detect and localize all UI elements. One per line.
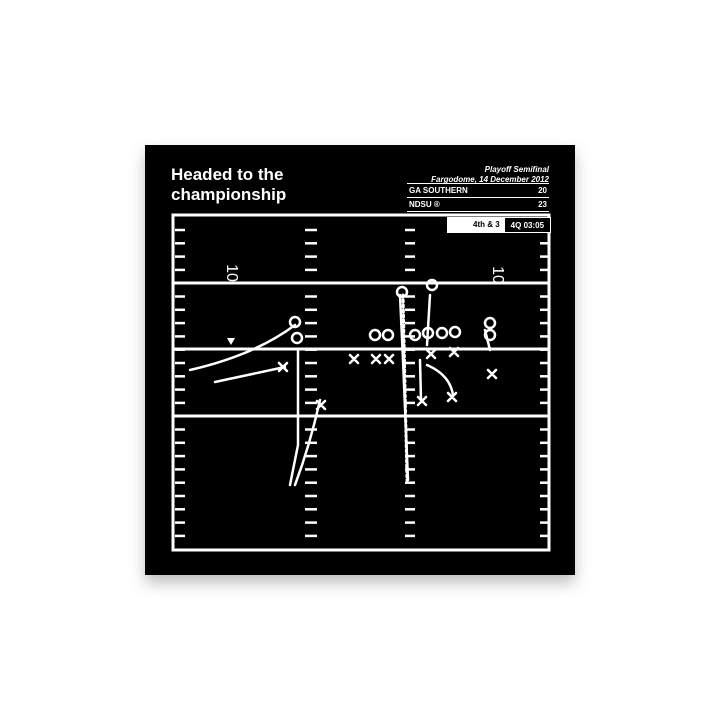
scoreboard: GA SOUTHERN 20 NDSU ® 23 [407, 183, 549, 212]
field-border [171, 213, 551, 552]
down-distance: 4th & 3 [447, 217, 504, 233]
team-score: 20 [538, 186, 547, 195]
game-venue-date: Fargodome, 14 December 2012 [431, 175, 549, 184]
game-round: Playoff Semifinal [484, 165, 549, 174]
yard-number-left: 10 [223, 264, 240, 282]
play-diagram: 10 10 [171, 213, 551, 552]
game-situation: 4th & 3 4Q 03:05 [447, 217, 552, 233]
yard-lines [173, 281, 549, 418]
team-row: GA SOUTHERN 20 [407, 183, 549, 197]
team-name: GA SOUTHERN [409, 186, 468, 195]
team-name: NDSU ® [409, 200, 440, 209]
yard-number-right: 10 [489, 266, 506, 284]
poster-title: Headed to the championship [171, 165, 287, 204]
play-routes [188, 278, 498, 487]
team-row: NDSU ® 23 [407, 197, 549, 212]
game-clock: 4Q 03:05 [503, 217, 552, 233]
poster: 10 10 Headed to the championship Playoff… [145, 145, 575, 575]
game-info: Playoff Semifinal Fargodome, 14 December… [431, 165, 549, 185]
ball-marker [227, 338, 235, 345]
team-score: 23 [538, 200, 547, 209]
